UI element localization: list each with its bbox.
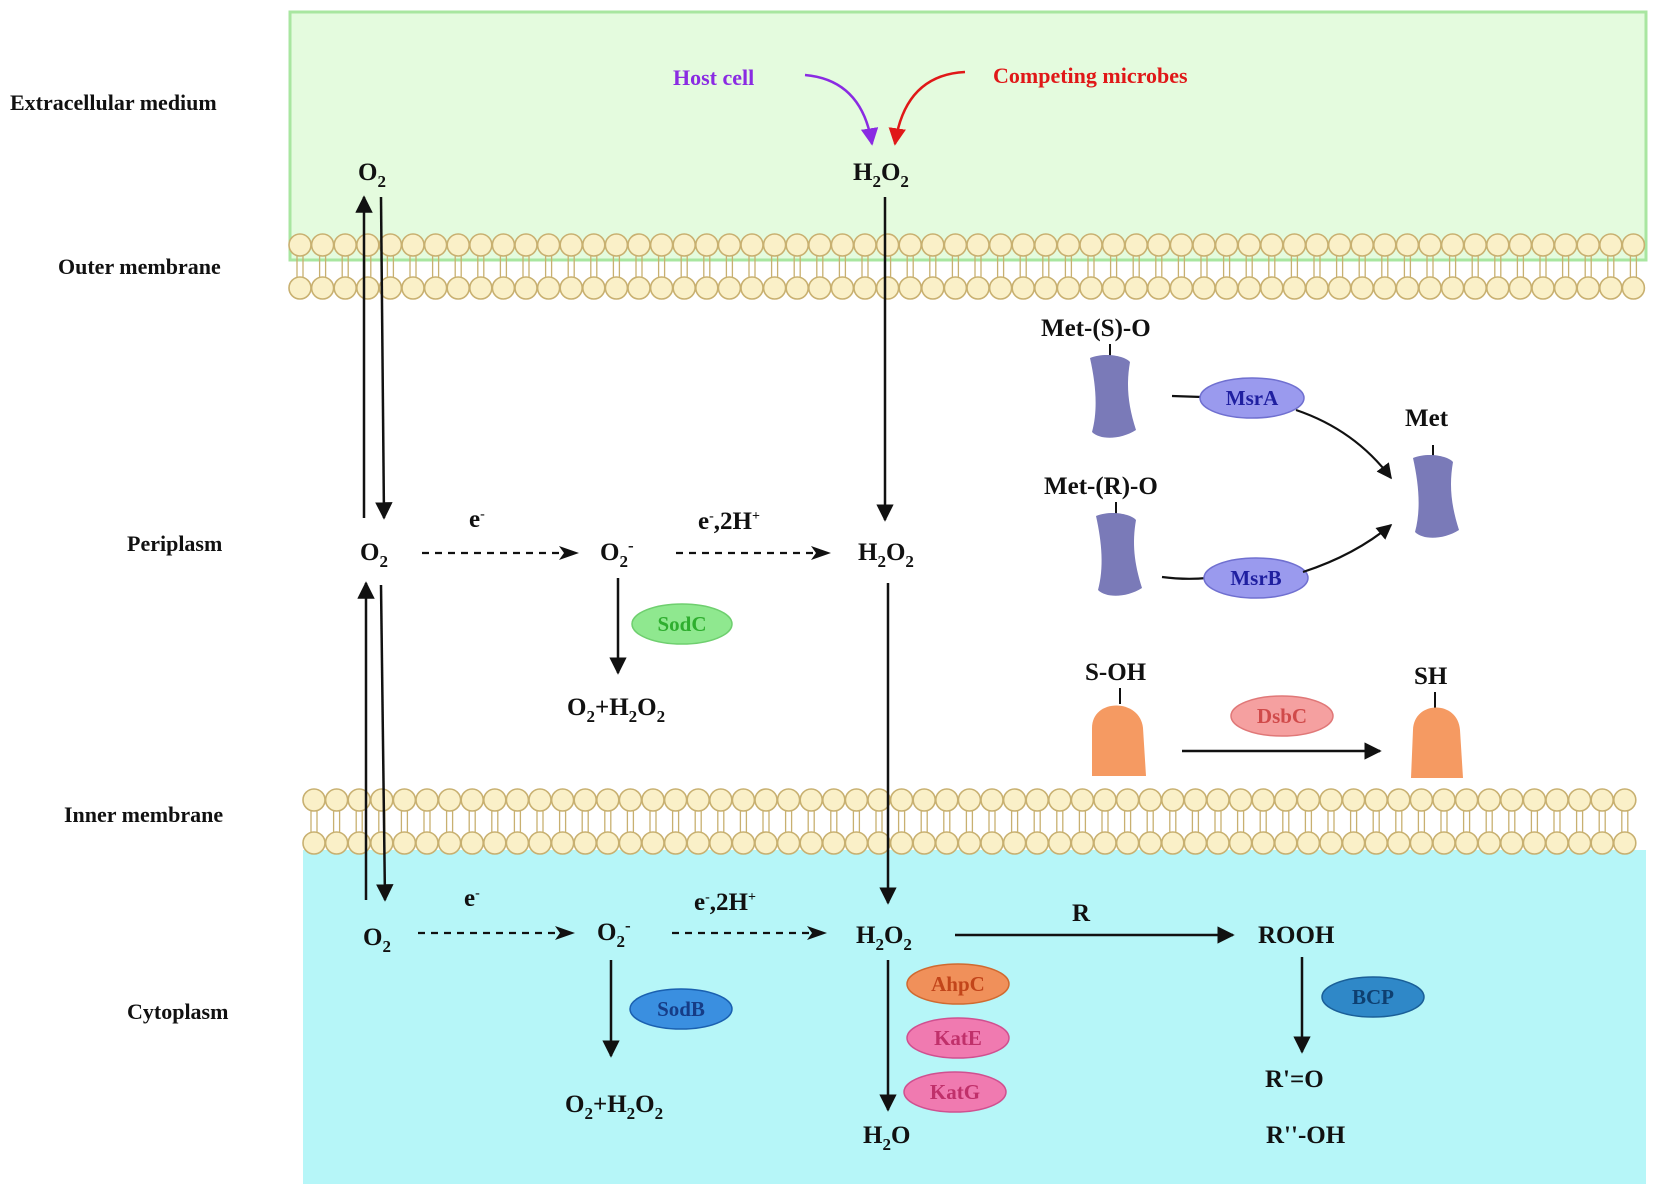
sh-label: SH [1414,663,1448,690]
label-cytoplasm: Cytoplasm [127,999,228,1024]
protein-met [1413,455,1459,538]
o2-periplasm: O2 [360,539,388,571]
r-label: R [1072,900,1091,927]
cytoplasm-region [303,850,1646,1184]
h2o2-extracellular: H2O2 [853,159,909,191]
o2-cytoplasm: O2 [363,924,391,956]
msra-enzyme: MsrA [1199,377,1305,419]
o2-down-arrow-inner [376,584,394,902]
competing-microbes-label: Competing microbes [993,63,1188,88]
svg-text:MsrA: MsrA [1226,386,1279,410]
svg-text:BCP: BCP [1352,985,1394,1009]
label-extracellular: Extracellular medium [10,90,217,115]
met-s-o-label: Met-(S)-O [1041,315,1151,342]
svg-text:KatG: KatG [930,1080,980,1104]
met-label: Met [1405,405,1449,432]
extracellular-region [288,10,1648,262]
met-r-o-label: Met-(R)-O [1044,473,1158,500]
label-inner-membrane: Inner membrane [64,802,223,827]
outer-membrane-bilayer [288,233,1646,300]
protein-sh [1411,707,1463,778]
protein-s-oh [1092,705,1146,776]
sodc-enzyme: SodC [631,603,733,645]
r-dprime-oh-label: R''-OH [1266,1122,1346,1149]
msrb-enzyme: MsrB [1203,557,1309,599]
msrb-arrow [1302,524,1393,574]
svg-text:SodC: SodC [657,612,706,636]
svg-text:SodB: SodB [657,997,705,1021]
periplasm-e2h-label: e-,2H+ [698,508,760,535]
rooh-label: ROOH [1258,922,1335,949]
competing-microbes-arrow [888,70,966,146]
label-periplasm: Periplasm [127,531,222,556]
msra-arrow [1295,408,1392,480]
s-oh-label: S-OH [1085,659,1147,686]
svg-text:KatE: KatE [934,1026,982,1050]
bcp-enzyme: BCP [1321,976,1425,1018]
svg-text:DsbC: DsbC [1257,704,1307,728]
cytoplasm-product: O2+H2O2 [565,1091,663,1123]
cytoplasm-e-label: e- [464,885,480,912]
h2o2-periplasm: H2O2 [858,539,914,571]
dsbc-enzyme: DsbC [1230,695,1334,737]
kate-enzyme: KatE [906,1017,1010,1059]
label-outer-membrane: Outer membrane [58,254,221,279]
cytoplasm-e2h-label: e-,2H+ [694,889,756,916]
superoxide-cytoplasm: O2- [597,916,631,951]
r-prime-o-label: R'=O [1265,1066,1324,1093]
ahpc-enzyme: AhpC [906,963,1010,1005]
svg-text:AhpC: AhpC [931,972,985,996]
host-cell-arrow [804,73,879,146]
o2-extracellular: O2 [358,159,386,191]
superoxide-periplasm: O2- [600,536,634,571]
h2o2-cytoplasm: H2O2 [856,922,912,954]
protein-met-r-o [1096,513,1142,596]
katg-enzyme: KatG [903,1071,1007,1113]
periplasm-e-label: e- [469,506,485,533]
o2-down-arrow-outer [375,196,393,520]
periplasm-product: O2+H2O2 [567,694,665,726]
svg-text:MsrB: MsrB [1230,566,1281,590]
host-cell-label: Host cell [673,65,754,90]
protein-met-s-o [1090,355,1136,438]
h2o-label: H2O [863,1122,910,1154]
sodb-enzyme: SodB [629,988,733,1030]
inner-membrane-bilayer [302,788,1637,855]
